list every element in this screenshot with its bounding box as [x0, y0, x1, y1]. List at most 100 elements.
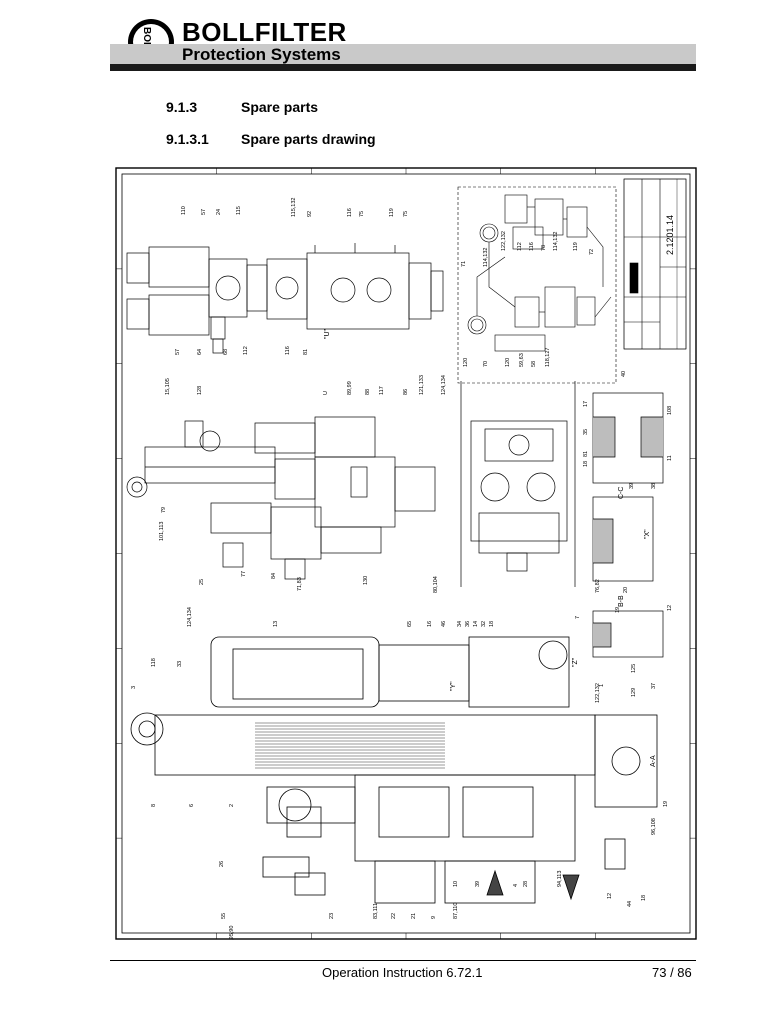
part-callout: 112	[243, 346, 249, 355]
part-callout: 87,110	[453, 903, 459, 919]
part-callout: 83,111	[373, 903, 379, 919]
part-callout: 12	[667, 605, 673, 611]
part-callout: 32	[481, 621, 487, 627]
part-callout: 26	[219, 861, 225, 867]
part-callout: 37	[651, 683, 657, 689]
part-callout: 119	[389, 208, 395, 217]
part-callout: 115	[236, 206, 242, 215]
part-callout: 59,63	[519, 353, 525, 367]
part-callout: 46	[441, 621, 447, 627]
part-callout: 122,132	[595, 683, 601, 703]
part-callout: 25	[199, 579, 205, 585]
detail-views	[592, 392, 664, 658]
part-callout: 23	[329, 913, 335, 919]
part-callout: 33	[177, 661, 183, 667]
brand-tagline: Protection Systems	[182, 45, 341, 64]
part-callout: 93,95,90	[229, 926, 235, 940]
part-callout: 89,99	[347, 381, 353, 395]
spare-parts-drawing: 2.1201.14	[115, 167, 697, 940]
part-callout: 117	[379, 386, 385, 395]
part-callout: 120	[463, 358, 469, 367]
part-callout: 2	[229, 804, 235, 807]
part-callout: 77	[241, 571, 247, 577]
part-callout: 112	[517, 242, 523, 251]
part-callout: 75	[403, 211, 409, 217]
title-block: 2.1201.14	[623, 178, 687, 350]
part-callout: 121,133	[419, 375, 425, 395]
part-callout: 80,104	[433, 576, 439, 593]
part-callout: 116	[285, 346, 291, 355]
part-callout: 68	[223, 349, 229, 355]
part-callout: 38	[651, 483, 657, 489]
part-callout: 18	[583, 461, 589, 467]
header-bar	[110, 44, 696, 71]
part-callout: 24	[216, 209, 222, 215]
part-callout: 114,132	[553, 232, 559, 251]
part-callout: 65	[407, 621, 413, 627]
part-callout: 3	[131, 686, 137, 689]
part-callout: 79	[161, 507, 167, 513]
part-callout: 94,113	[557, 871, 563, 887]
part-callout: 55	[221, 913, 227, 919]
part-callout: 75	[359, 211, 365, 217]
part-callout: 84	[271, 573, 277, 579]
part-callout: 92	[307, 211, 313, 217]
view-label: "U"	[324, 328, 331, 339]
part-callout: 116	[347, 208, 353, 217]
part-callout: 9	[431, 916, 437, 919]
part-callout: 101,113	[159, 522, 165, 541]
part-callout: 19	[615, 607, 621, 613]
part-callout: 96,108	[651, 818, 657, 835]
part-callout: 114,132	[483, 248, 489, 267]
part-callout: 118,127	[545, 348, 551, 367]
view-label: A-A	[650, 755, 657, 767]
part-callout: U	[323, 391, 329, 395]
part-callout: 88	[365, 389, 371, 395]
part-callout: 13	[273, 621, 279, 627]
part-callout: 128	[197, 386, 203, 395]
part-callout: 58	[531, 361, 537, 367]
main-section	[130, 636, 658, 904]
section-number: 9.1.3	[166, 99, 198, 115]
view-label: B-B	[618, 595, 625, 607]
part-callout: 20	[623, 587, 629, 593]
part-callout: 119	[573, 242, 579, 251]
part-callout: 11	[667, 455, 673, 461]
part-callout: 130	[363, 576, 369, 585]
part-callout: 34	[457, 621, 463, 627]
brand-name: BOLLFILTER	[182, 17, 347, 47]
part-callout: 12	[607, 893, 613, 899]
inset-view	[457, 186, 617, 384]
top-view	[126, 243, 444, 354]
subsection-title: Spare parts drawing	[241, 131, 376, 147]
part-callout: 8	[151, 804, 157, 807]
footer-page-number: 73 / 86	[652, 965, 692, 980]
part-callout: 15,105	[165, 378, 171, 395]
part-callout: 40	[621, 371, 627, 377]
part-callout: 39	[629, 483, 635, 489]
part-callout: 71,83	[297, 577, 303, 591]
part-callout: 71	[461, 261, 467, 267]
part-callout: 81	[583, 451, 589, 457]
part-callout: 64	[197, 349, 203, 355]
part-callout: 86	[403, 389, 409, 395]
part-callout: 110	[181, 206, 187, 215]
footer-document-title: Operation Instruction 6.72.1	[322, 965, 483, 980]
part-callout: 122,132	[501, 231, 507, 251]
part-callout: 16	[427, 621, 433, 627]
footer-rule	[110, 960, 696, 961]
view-label: "Y"	[450, 681, 457, 691]
drawing-number: 2.1201.14	[665, 215, 675, 255]
part-callout: 6	[189, 804, 195, 807]
part-callout: 76,82	[595, 579, 601, 593]
part-callout: 57	[201, 209, 207, 215]
part-callout: 124,134	[441, 375, 447, 395]
part-callout: 125	[631, 664, 637, 673]
side-view	[126, 416, 436, 580]
part-callout: 70	[483, 361, 489, 367]
part-callout: 108	[667, 406, 673, 415]
part-callout: 120	[505, 358, 511, 367]
part-callout: 19	[663, 801, 669, 807]
section-title: Spare parts	[241, 99, 319, 115]
part-callout: 116	[529, 242, 535, 251]
